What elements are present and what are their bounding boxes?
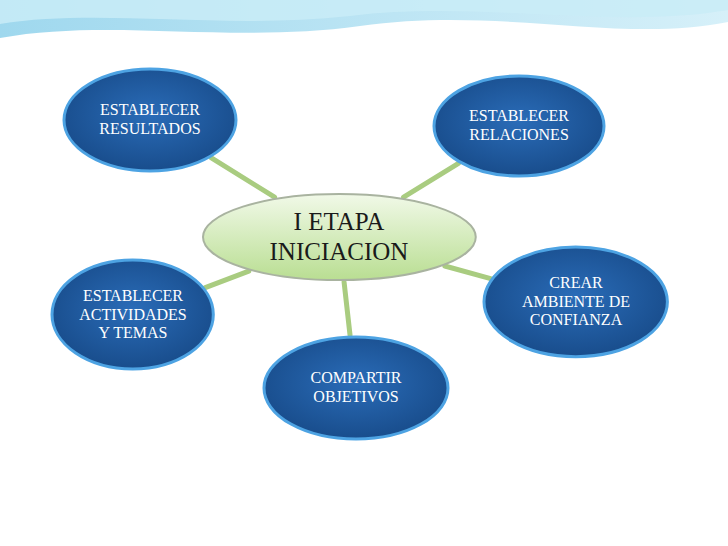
ellipse-shape: [52, 260, 213, 369]
topic-label: CREAR AMBIENTE DE CONFIANZA: [513, 274, 638, 331]
text-holder: COMPARTIR OBJETIVOS: [262, 335, 450, 441]
topic-label: COMPARTIR OBJETIVOS: [291, 369, 421, 407]
ellipse-shape: [64, 69, 236, 171]
connector-line: [211, 158, 274, 197]
stage-title: I ETAPA INICIACION: [249, 207, 429, 266]
topic-label: ESTABLECER RESULTADOS: [85, 101, 215, 139]
topic-ellipse: ESTABLECER ACTIVIDADES Y TEMAS: [50, 258, 215, 371]
topic-ellipse: COMPARTIR OBJETIVOS: [262, 335, 450, 441]
connector-line: [445, 266, 491, 279]
topic-ellipse: ESTABLECER RELACIONES: [432, 74, 606, 178]
ellipse-shape: [484, 247, 667, 357]
connector-line: [205, 271, 248, 287]
ellipse-shape: [203, 194, 476, 280]
connector-line: [404, 163, 459, 197]
text-holder: ESTABLECER ACTIVIDADES Y TEMAS: [50, 258, 215, 371]
text-holder: ESTABLECER RELACIONES: [432, 74, 606, 178]
central-ellipse: I ETAPA INICIACION: [201, 192, 478, 282]
wave: [0, 0, 728, 24]
text-holder: ESTABLECER RESULTADOS: [62, 67, 238, 173]
text-holder: CREAR AMBIENTE DE CONFIANZA: [482, 245, 669, 359]
topic-ellipse: CREAR AMBIENTE DE CONFIANZA: [482, 245, 669, 359]
topic-label: ESTABLECER ACTIVIDADES Y TEMAS: [73, 287, 193, 344]
wave: [0, 0, 728, 38]
ellipse-shape: [264, 337, 448, 439]
ellipse-shape: [434, 76, 604, 176]
text-holder: I ETAPA INICIACION: [201, 192, 478, 282]
topic-label: ESTABLECER RELACIONES: [454, 107, 584, 145]
connector-line: [344, 282, 350, 335]
ellipse-outline: [201, 192, 478, 282]
topic-ellipse: ESTABLECER RESULTADOS: [62, 67, 238, 173]
